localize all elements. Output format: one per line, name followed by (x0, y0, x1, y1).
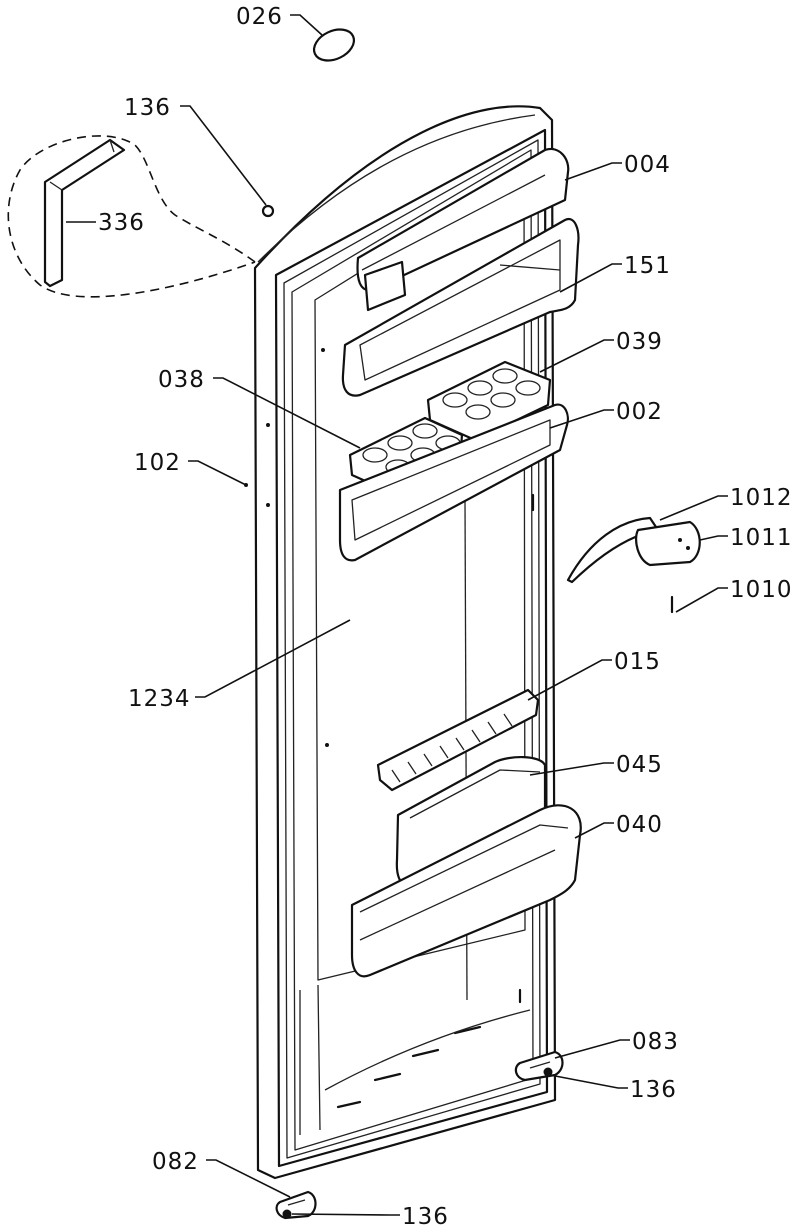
shelf-part-004 (356, 147, 570, 312)
label-1012: 1012 (730, 485, 793, 511)
label-015: 015 (614, 649, 661, 675)
shelf-part-002 (338, 403, 569, 562)
screw-part-136-top (261, 204, 275, 218)
screw-part-136-bottom (282, 1209, 292, 1219)
label-045: 045 (616, 752, 663, 778)
label-136-top: 136 (124, 95, 171, 121)
label-102: 102 (134, 450, 181, 476)
leader-lines (66, 14, 728, 1216)
label-1011: 1011 (730, 525, 793, 551)
shelf-part-015 (376, 688, 540, 792)
label-038: 038 (158, 367, 205, 393)
label-1234: 1234 (128, 686, 191, 712)
label-136-right: 136 (630, 1077, 677, 1103)
shelf-part-151 (341, 217, 580, 397)
label-1010: 1010 (730, 577, 793, 603)
label-039: 039 (616, 329, 663, 355)
label-002: 002 (616, 399, 663, 425)
part-labels: 026 136 336 004 151 039 038 002 102 1012… (98, 4, 793, 1228)
detail-callout-336 (7, 135, 256, 298)
label-026: 026 (236, 4, 283, 30)
hinge-part-1011 (634, 520, 701, 567)
cap-part-026 (312, 28, 356, 62)
label-004: 004 (624, 152, 671, 178)
label-151: 151 (624, 253, 671, 279)
label-083: 083 (632, 1029, 679, 1055)
label-082: 082 (152, 1149, 199, 1175)
bottom-shelf-part-040 (350, 804, 582, 978)
label-136-bottom: 136 (402, 1204, 449, 1228)
gasket-corner-part-336 (43, 138, 126, 288)
label-040: 040 (616, 812, 663, 838)
label-336: 336 (98, 210, 145, 236)
